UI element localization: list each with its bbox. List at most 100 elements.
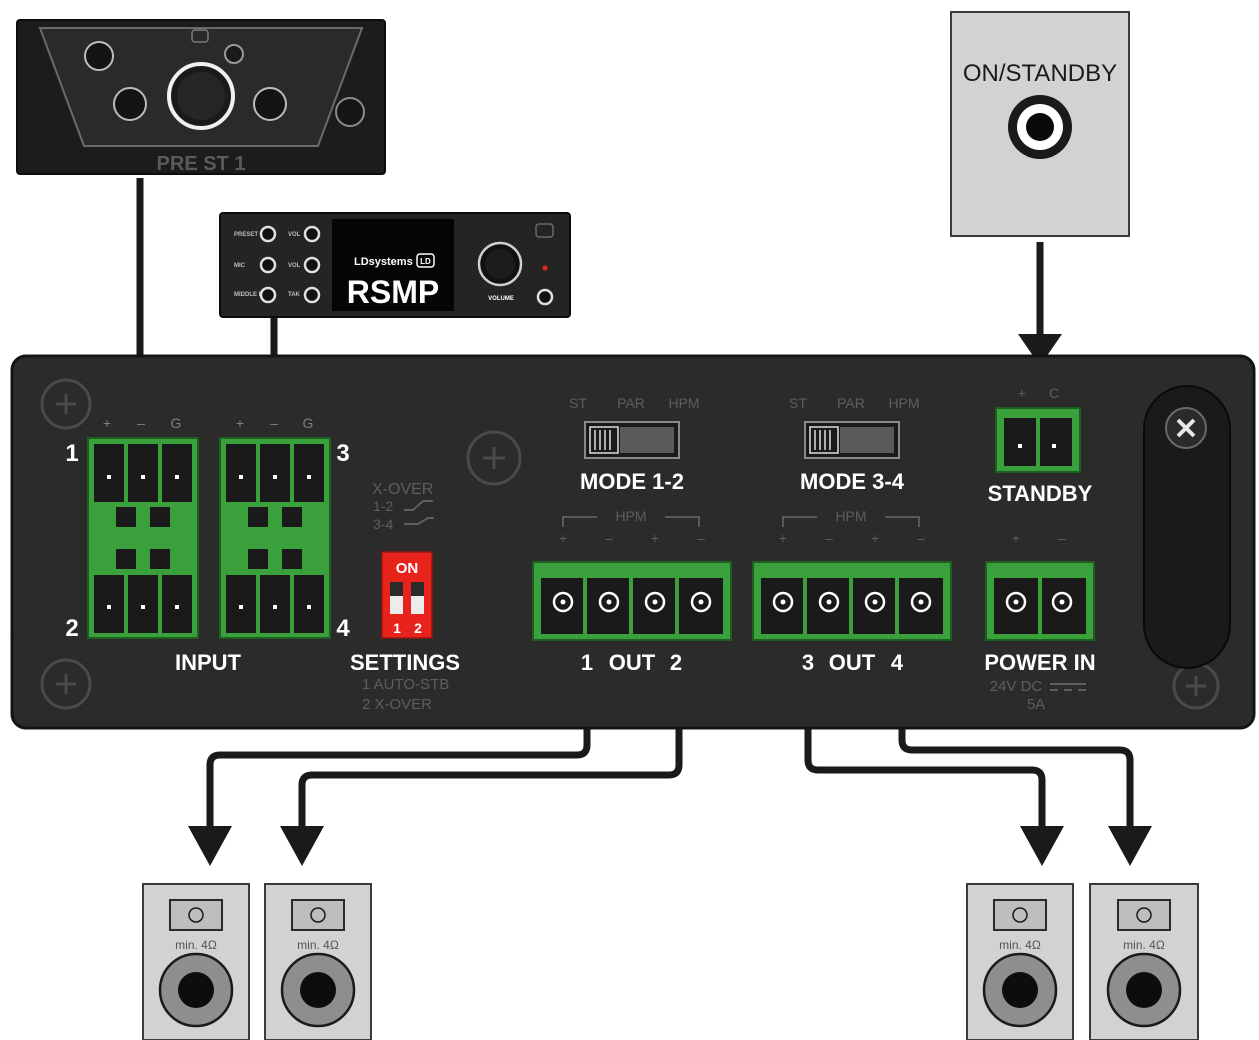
out12-pin: – [697,530,705,546]
mode12-pos-st: ST [569,395,587,411]
screw-terminal-icon [552,591,712,613]
power-in-spec1: 24V DC [990,678,1043,695]
out-1-number: 1 [581,650,593,675]
input-pin-label: – [137,415,145,431]
wire-out1-to-speaker1 [206,692,591,830]
settings-line1: 1 AUTO-STB [362,676,449,693]
out34-pin: + [871,530,879,546]
rack-handle [1143,385,1231,669]
input-pin-label: + [103,415,111,431]
mode12-pos-par: PAR [617,395,645,411]
out12-hpm-label: HPM [615,508,646,524]
speaker-impedance: min. 4Ω [175,938,217,952]
out-1-2-hpm-bracket: HPM + – + – [559,508,705,546]
arrow-speaker-1 [188,826,232,866]
settings-label: SETTINGS [350,650,460,675]
xover-row1: 1-2 [373,498,393,514]
xover-title: X-OVER [372,481,433,498]
screw-icon [40,378,1220,710]
power-pin: – [1058,530,1066,546]
rsmp-btn-label: MIDDLE BACK [234,292,277,298]
wire-out4-to-speaker4 [898,692,1134,830]
speaker-impedance: min. 4Ω [999,938,1041,952]
mode-1-2-label: MODE 1-2 [580,469,684,494]
out34-pin: – [825,530,833,546]
out-3-4-hpm-bracket: HPM + – + – [779,508,925,546]
mode-3-4-label: MODE 3-4 [800,469,905,494]
knob-icon [84,41,114,71]
knob-icon [253,87,287,121]
mode34-pos-par: PAR [837,395,865,411]
out-3-number: 3 [802,650,814,675]
power-pin: + [1012,530,1020,546]
standby-pin: C [1049,385,1059,401]
rsmp-btn-label: TAK [288,292,301,298]
out-1-2-terminal[interactable] [532,561,732,641]
speaker-1: min. 4Ω [142,883,250,1040]
knob-icon [113,87,147,121]
rsmp-button-icon [303,225,321,243]
power-button-icon [536,288,554,306]
out-2-number: 2 [670,650,682,675]
rsmp-model: RSMP [347,274,439,310]
mode34-pos-st: ST [789,395,807,411]
power-button-icon [335,97,365,127]
out-3-4-terminal[interactable] [752,561,952,641]
mode-1-2-switch[interactable]: ST PAR HPM [569,395,700,459]
mode-3-4-switch[interactable]: ST PAR HPM [789,395,920,459]
rsmp-knob-label: VOLUME [488,296,514,302]
rsmp-panel: PRESET VOL MIC VOL MIDDLE BACK TAK LDsys… [219,212,571,318]
settings-line2: 2 X-OVER [362,696,432,713]
settings-dip-switch[interactable]: ON 1 2 [381,551,433,639]
input-terminal-3-4[interactable] [219,437,331,639]
rsmp-btn-label: VOL [288,232,301,238]
settings-on-label: ON [396,560,419,577]
arrow-standby [1018,334,1062,366]
mode34-pos-hpm: HPM [888,395,919,411]
xover-legend: X-OVER 1-2 3-4 [372,481,434,532]
settings-switch-1: 1 [393,620,401,636]
on-standby-label: ON/STANDBY [963,60,1117,87]
rsmp-button-icon [259,225,277,243]
dc-symbol-icon [1050,683,1086,691]
tweeter-icon [1012,907,1028,923]
mode12-pos-hpm: HPM [668,395,699,411]
input-channel-3: 3 [336,440,349,467]
settings-switch-2: 2 [414,620,422,636]
pre-st1-label: PRE ST 1 [157,153,246,175]
on-standby-switch: ON/STANDBY [950,11,1130,237]
rsmp-btn-label: VOL [288,263,301,269]
tweeter-icon [188,907,204,923]
arrow-speaker-2 [280,826,324,866]
rsmp-brand: LDsystems [354,256,413,268]
standby-terminal[interactable] [995,407,1081,473]
rsmp-button-icon [259,256,277,274]
input-terminal-1-2[interactable] [87,437,199,639]
arrow-speaker-4 [1108,826,1152,866]
tweeter-icon [1136,907,1152,923]
button-icon [224,44,244,64]
speaker-4: min. 4Ω [1089,883,1199,1040]
out34-pin: – [917,530,925,546]
out12-pin: – [605,530,613,546]
speaker-impedance: min. 4Ω [1123,938,1165,952]
pre-st1-panel: PRE ST 1 [16,19,386,175]
speaker-3: min. 4Ω [966,883,1074,1040]
input-pin-label: G [171,415,182,431]
wire-out2-to-speaker2 [298,692,683,830]
rsmp-button-icon [259,286,277,304]
speaker-2: min. 4Ω [264,883,372,1040]
out12-pin: + [559,530,567,546]
input-channel-2: 2 [65,615,78,642]
out34-hpm-label: HPM [835,508,866,524]
wire-out3-to-speaker3 [804,692,1046,830]
tweeter-icon [310,907,326,923]
power-in-terminal[interactable] [985,561,1095,641]
input-channel-1: 1 [65,440,78,467]
standby-label: STANDBY [988,481,1093,506]
xover-row2: 3-4 [373,516,393,532]
speaker-impedance: min. 4Ω [297,938,339,952]
input-pin-label: – [270,415,278,431]
standby-pin: + [1018,385,1026,401]
